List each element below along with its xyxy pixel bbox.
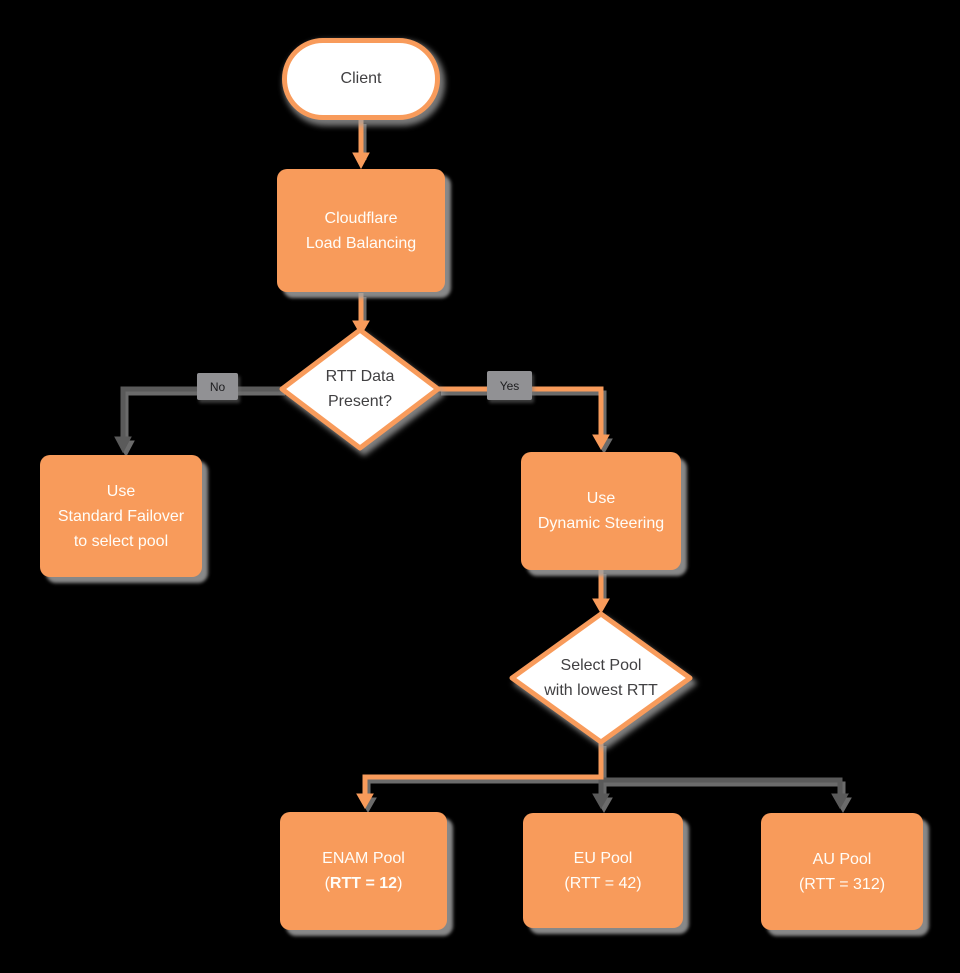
eu-pool-label: EU Pool (RTT = 42) [564, 846, 641, 896]
dynamic-steering-line2: Dynamic Steering [537, 515, 665, 532]
diamond-shapes [279, 327, 693, 745]
edge-label-yes: Yes [487, 371, 532, 400]
standard-failover-line1: Use [106, 482, 136, 500]
standard-failover-node: Use Standard Failover to select pool [40, 455, 202, 577]
dynamic-steering-line1: Use [586, 490, 616, 507]
enam-pool-line1: ENAM Pool [322, 850, 405, 867]
load-balancer-label: Cloudflare Load Balancing [306, 206, 416, 256]
dynamic-steering-node: Use Dynamic Steering [521, 452, 681, 570]
edge-label-no: No [197, 373, 238, 400]
au-pool-node: AU Pool (RTT = 312) [761, 813, 923, 930]
au-pool-line1: AU Pool [812, 850, 872, 868]
au-pool-line2: (RTT = 312) [798, 875, 886, 893]
arrowhead-pool-decision [592, 598, 610, 615]
arrowhead-failover [114, 436, 132, 454]
orange-edges [352, 120, 610, 810]
standard-failover-label: Use Standard Failover to select pool [58, 479, 184, 554]
standard-failover-line3: to select pool [73, 532, 169, 550]
arrowhead-enam [356, 793, 374, 810]
client-node: Client [282, 38, 440, 120]
load-balancer-node: Cloudflare Load Balancing [277, 169, 445, 292]
load-balancer-line2: Load Balancing [305, 234, 417, 252]
enam-rtt-value: RTT = 12 [329, 875, 398, 892]
enam-rtt-open: ( [324, 875, 330, 892]
standard-failover-line2: Standard Failover [57, 507, 185, 525]
arrowhead-lb [352, 152, 370, 170]
load-balancer-line1: Cloudflare [324, 209, 398, 227]
enam-pool-line2: (RTT = 12) [322, 871, 405, 896]
edge-pool-to-au [601, 777, 843, 795]
eu-pool-node: EU Pool (RTT = 42) [523, 813, 683, 928]
eu-pool-line2: (RTT = 42) [564, 874, 642, 892]
dynamic-steering-label: Use Dynamic Steering [538, 486, 664, 536]
arrowhead-au [831, 793, 849, 810]
enam-rtt-close: ) [397, 875, 403, 892]
yes-label-text: Yes [499, 378, 520, 393]
client-label: Client [340, 70, 382, 87]
no-label-text: No [209, 379, 226, 394]
au-pool-label: AU Pool (RTT = 312) [799, 847, 885, 897]
arrowhead-eu [592, 793, 610, 810]
connector-shadows [117, 124, 852, 814]
pool-decision-diamond [509, 611, 693, 745]
rtt-decision-diamond [279, 327, 441, 451]
eu-pool-line1: EU Pool [573, 849, 633, 867]
gray-edges [114, 386, 849, 810]
enam-pool-node: ENAM Pool (RTT = 12) [280, 812, 447, 930]
arrowhead-dynamic [592, 434, 610, 451]
edge-pool-to-enam [362, 742, 604, 795]
enam-pool-label: ENAM Pool (RTT = 12) [322, 846, 405, 896]
